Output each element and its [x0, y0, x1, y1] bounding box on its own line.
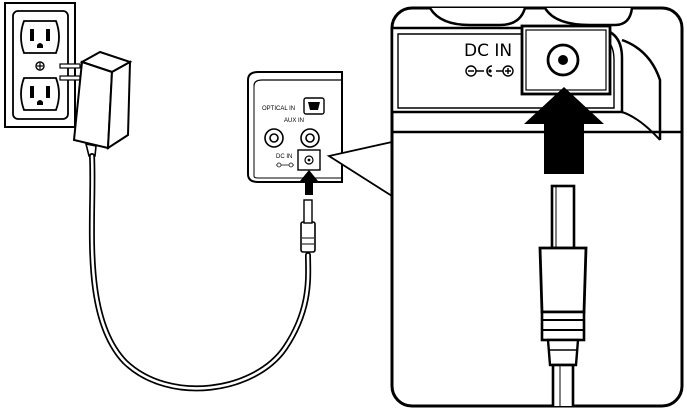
polarity-symbol-large-icon — [465, 65, 514, 77]
large-dc-plug — [538, 184, 588, 406]
power-cable — [88, 153, 312, 392]
power-adapter-icon — [59, 50, 133, 157]
aux-in-label: AUX IN — [284, 118, 304, 124]
arrow-up-icon — [300, 170, 318, 195]
zoom-inset: DC IN — [390, 6, 684, 408]
device-rear-panel: OPTICAL IN AUX IN DC IN — [247, 71, 343, 195]
dc-in-small-label: DC IN — [276, 154, 292, 160]
polarity-symbol-icon — [276, 162, 294, 168]
small-dc-plug — [300, 199, 316, 253]
dc-in-large-label: DC IN — [464, 41, 512, 61]
arrow-up-large-icon — [524, 87, 604, 174]
optical-in-label: OPTICAL IN — [262, 106, 295, 112]
